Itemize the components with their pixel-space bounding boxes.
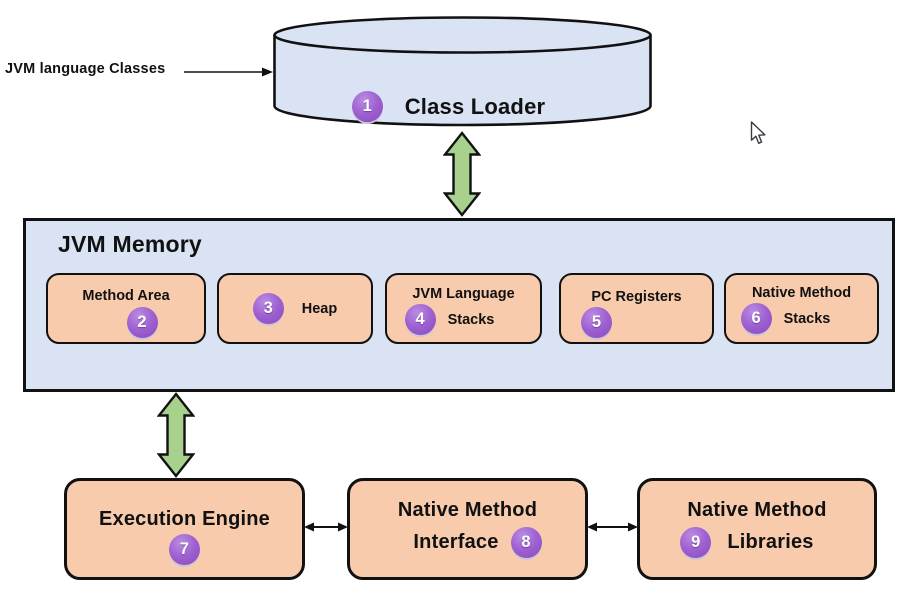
heap-node: 3 Heap	[217, 273, 373, 344]
badge-3: 3	[252, 293, 284, 324]
input-classes-label: JVM language Classes	[5, 61, 166, 77]
native-method-stacks-label-line2: Stacks	[783, 310, 831, 327]
badge-9: 9	[680, 527, 712, 558]
mouse-cursor-icon	[750, 121, 767, 146]
memory-engine-arrow	[157, 392, 195, 478]
interface-libraries-arrow	[586, 519, 639, 535]
jvm-memory-container: JVM Memory Method Area 2 3 Heap JVM Lang…	[23, 218, 895, 392]
native-method-libraries-node: Native Method 9 Libraries	[637, 478, 877, 580]
method-area-node: Method Area 2	[46, 273, 206, 344]
badge-7: 7	[169, 534, 200, 565]
native-method-stacks-label-line1: Native Method	[751, 285, 852, 301]
pc-registers-label: PC Registers	[591, 289, 682, 305]
native-method-interface-label-line1: Native Method	[397, 499, 538, 521]
native-method-libraries-label-line1: Native Method	[687, 499, 827, 521]
badge-2: 2	[126, 307, 158, 338]
badge-6: 6	[740, 303, 772, 334]
badge-5: 5	[581, 307, 612, 338]
native-method-interface-label-line2: Interface	[413, 531, 499, 553]
native-method-stacks-node: Native Method 6 Stacks	[724, 273, 879, 344]
jvm-memory-title: JVM Memory	[58, 231, 202, 257]
input-arrow	[183, 64, 273, 80]
classloader-memory-arrow	[443, 131, 481, 217]
heap-label: Heap	[301, 300, 338, 317]
class-loader-label: Class Loader	[404, 93, 546, 119]
jvm-language-stacks-label-line1: JVM Language	[412, 286, 515, 302]
jvm-language-stacks-node: JVM Language 4 Stacks	[385, 273, 542, 344]
jvm-language-stacks-label-line2: Stacks	[447, 311, 495, 328]
badge-8: 8	[510, 527, 542, 558]
method-area-label: Method Area	[82, 288, 170, 304]
execution-engine-label: Execution Engine	[98, 508, 270, 530]
native-method-libraries-label-line2: Libraries	[727, 531, 814, 553]
engine-interface-arrow	[303, 519, 349, 535]
native-method-interface-node: Native Method Interface 8	[347, 478, 588, 580]
class-loader-node: 1 Class Loader	[272, 15, 653, 127]
execution-engine-node: Execution Engine 7	[64, 478, 305, 580]
badge-4: 4	[404, 304, 436, 335]
pc-registers-node: PC Registers 5	[559, 273, 714, 344]
badge-1: 1	[351, 91, 383, 122]
